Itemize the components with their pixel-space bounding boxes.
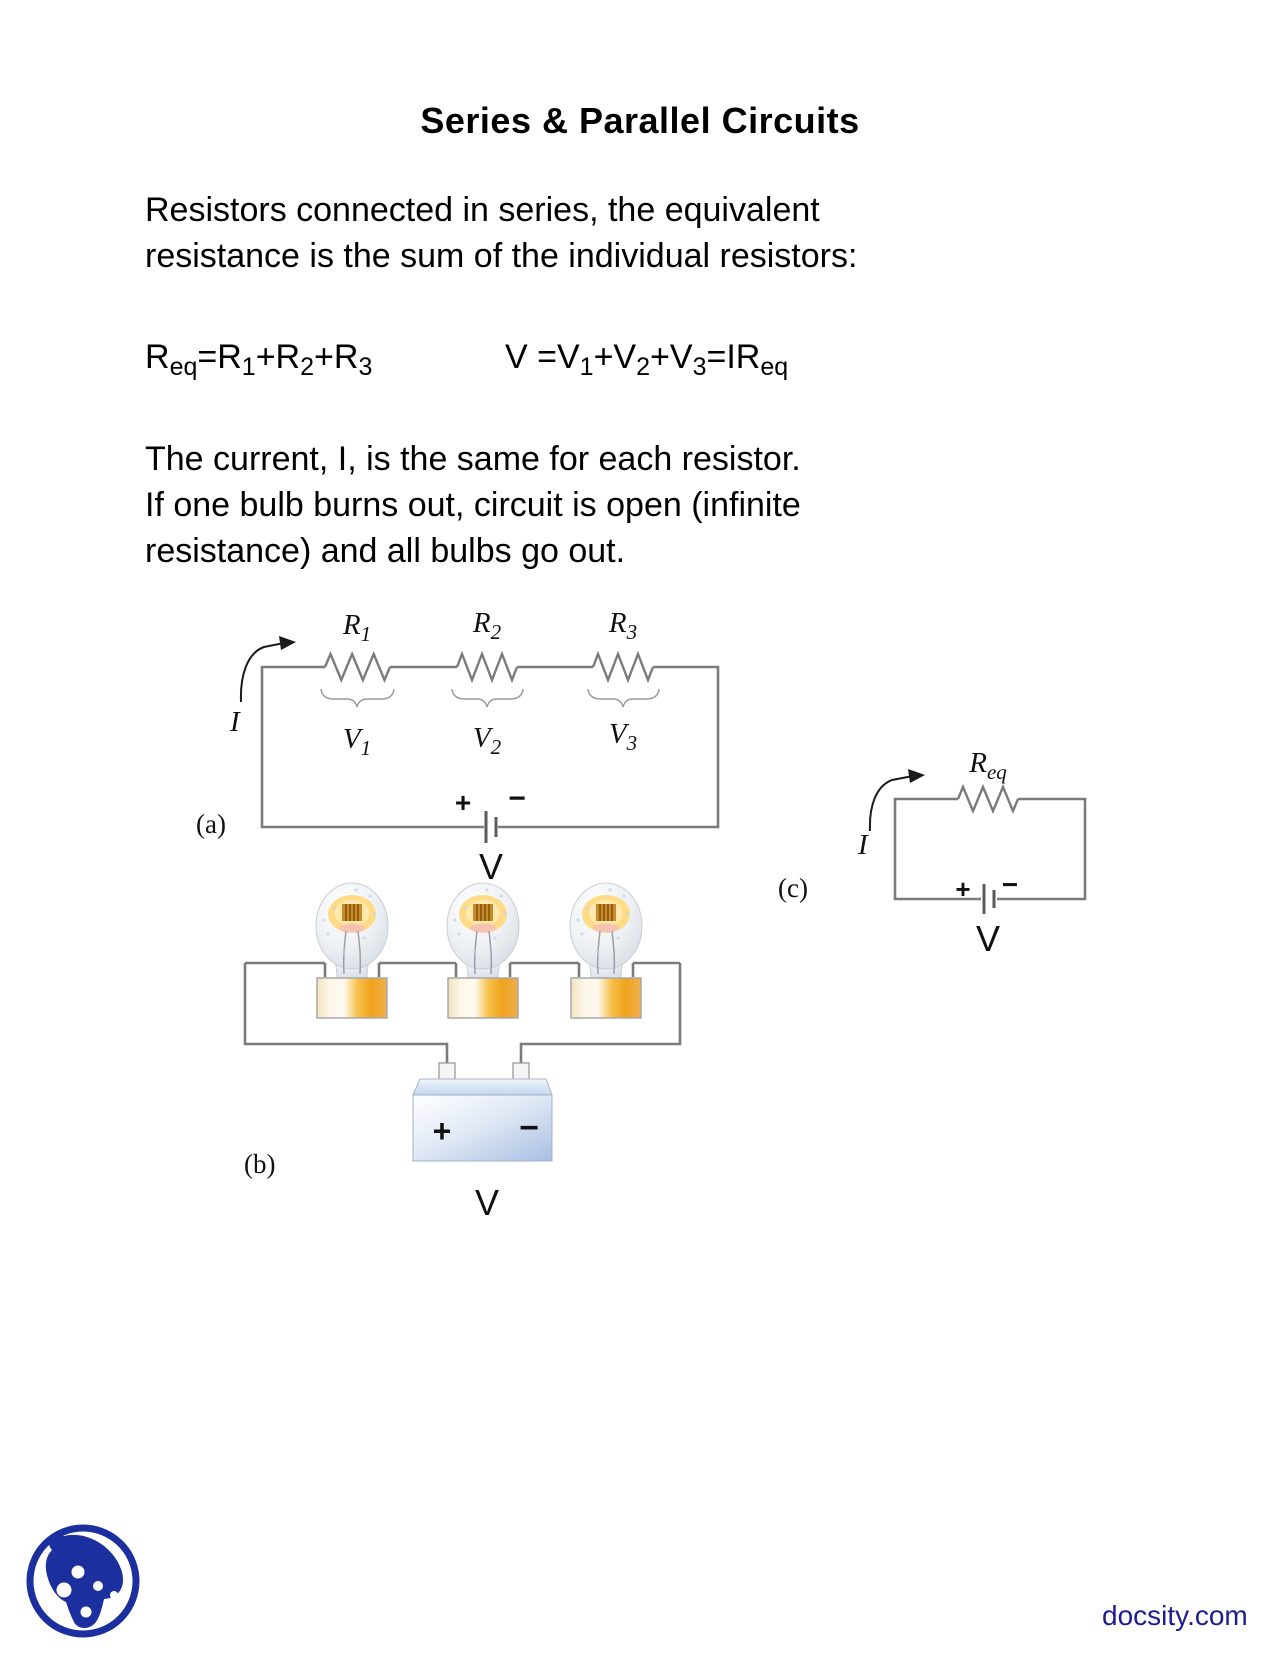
figure-label-c: (c): [778, 873, 808, 903]
resistor-label-req: Req: [968, 747, 1007, 784]
equation-series-resistance: Req=R1+R2+R3: [145, 338, 372, 380]
equation-term: =IR: [706, 338, 761, 376]
equation-term: R: [145, 338, 170, 376]
resistor-label-r3: R3: [608, 607, 637, 644]
circuit-c-diagram: Req I + − (c) V: [778, 747, 1087, 959]
logo-blob: [45, 1534, 124, 1628]
equation-subscript: 3: [358, 353, 373, 381]
battery-voltage-label: V: [479, 846, 503, 887]
page-title: Series & Parallel Circuits: [420, 100, 860, 141]
equation-series-voltage: V =V1+V2+V3=IReq: [505, 338, 788, 380]
wire: [243, 961, 682, 1064]
minus-sign: −: [519, 1109, 539, 1147]
equation-subscript: 3: [692, 353, 707, 381]
voltage-label-v1: V1: [343, 723, 371, 760]
equation-subscript: eq: [169, 353, 198, 381]
resistor-symbol: [455, 650, 519, 684]
body-line: The current, I, is the same for each res…: [145, 440, 801, 478]
body-line: resistance) and all bulbs go out.: [145, 532, 626, 570]
equation-term: +R: [314, 338, 359, 376]
voltage-brace: [320, 688, 395, 708]
intro-line: resistance is the sum of the individual …: [145, 237, 858, 275]
current-arrowhead: [279, 636, 296, 650]
logo-dots: [56, 1565, 118, 1618]
current-arrowhead: [908, 769, 925, 783]
wire: [893, 797, 1087, 901]
figure-label-b: (b): [244, 1149, 275, 1179]
current-label: I: [229, 706, 241, 738]
brand-link[interactable]: docsity.com: [1102, 1600, 1248, 1631]
plus-sign: +: [455, 787, 471, 818]
circuit-a-diagram: R1 R2 R3 V1 V2 V3 I + − (a) V: [196, 607, 720, 887]
battery-3d: + −: [412, 1062, 553, 1162]
light-bulb: [446, 882, 520, 1019]
equation-subscript: 1: [241, 353, 256, 381]
equation-term: V =V: [505, 338, 580, 376]
equation-term: +V: [650, 338, 693, 376]
body-paragraph: The current, I, is the same for each res…: [145, 436, 801, 574]
intro-line: Resistors connected in series, the equiv…: [145, 191, 820, 229]
wire: [260, 665, 720, 829]
current-arrow: [868, 775, 914, 832]
resistor-symbol: [591, 650, 655, 684]
minus-sign: −: [1002, 869, 1018, 900]
body-line: If one bulb burns out, circuit is open (…: [145, 486, 801, 524]
battery-front-face: [412, 1094, 553, 1162]
equation-term: +R: [255, 338, 301, 376]
voltage-label-v2: V2: [473, 722, 502, 759]
minus-sign: −: [508, 782, 526, 815]
resistor-label-r1: R1: [342, 609, 371, 646]
voltage-brace: [451, 688, 524, 708]
equation-subscript: eq: [760, 353, 789, 381]
current-arrow: [239, 642, 285, 703]
equation-term: +V: [593, 338, 637, 376]
plus-sign: +: [433, 1113, 452, 1149]
equation-term: =R: [197, 338, 242, 376]
resistor-label-r2: R2: [472, 607, 502, 644]
battery-voltage-label: V: [475, 1182, 499, 1223]
equation-subscript: 2: [636, 353, 651, 381]
figure-label-a: (a): [196, 809, 226, 839]
voltage-brace: [587, 688, 660, 708]
current-label: I: [857, 829, 869, 861]
voltage-label-v3: V3: [609, 718, 637, 755]
resistor-symbol: [956, 783, 1020, 815]
docsity-logo: [26, 1524, 140, 1638]
light-bulb: [315, 882, 389, 1019]
resistor-symbol: [323, 650, 392, 684]
equation-subscript: 1: [579, 353, 594, 381]
battery-top-face: [412, 1078, 553, 1096]
equation-subscript: 2: [300, 353, 315, 381]
intro-paragraph: Resistors connected in series, the equiv…: [145, 187, 857, 279]
plus-sign: +: [955, 874, 970, 904]
battery-voltage-label: V: [976, 918, 1000, 959]
circuit-b-diagram: + − (b) V: [243, 882, 682, 1223]
light-bulb: [569, 882, 643, 1019]
